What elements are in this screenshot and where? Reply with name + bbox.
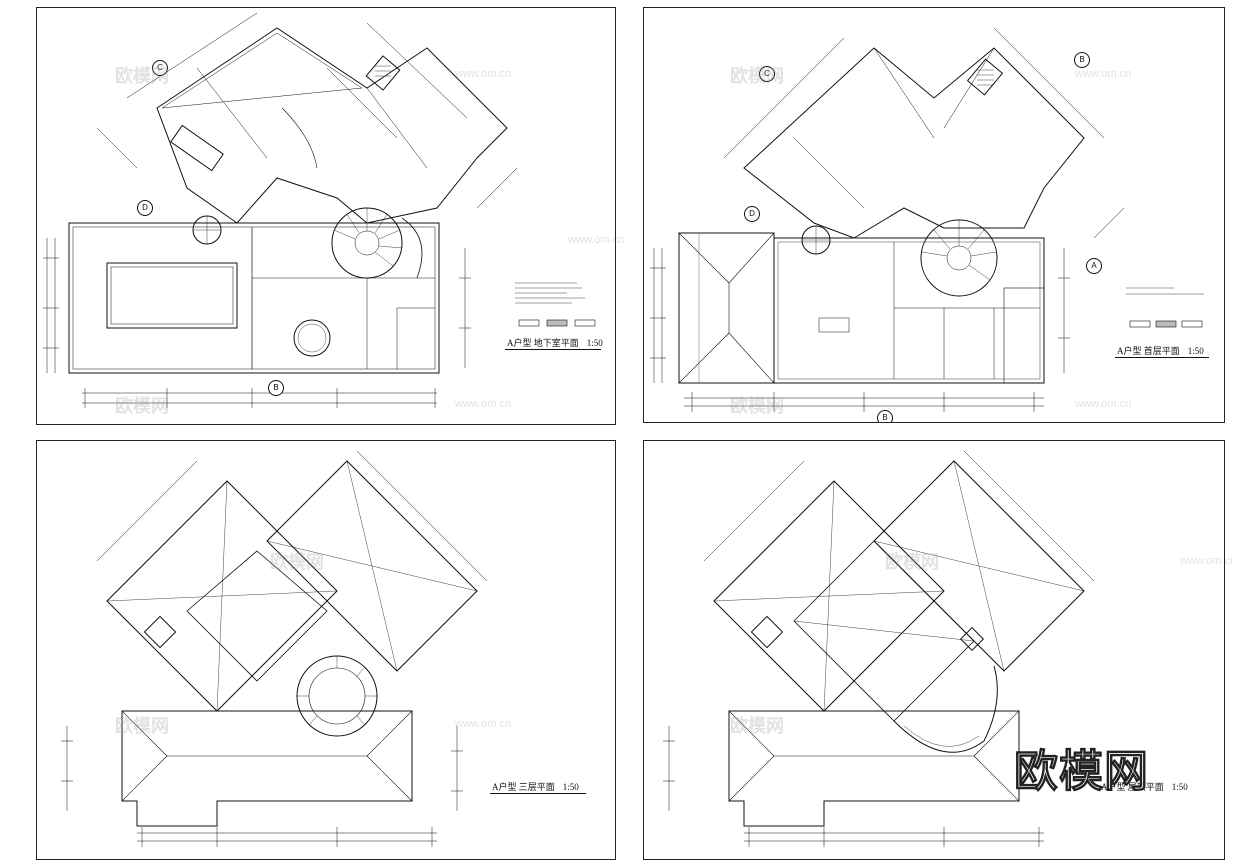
sheet-title-first-floor: A户型 首层平面 1:50 (1117, 344, 1204, 357)
title-text: A户型 首层平面 (1117, 346, 1180, 356)
title-underline (490, 793, 586, 794)
brand-logo-watermark: 欧模网 (1014, 746, 1149, 798)
sheet-title-basement: A户型 地下室平面 1:50 (507, 336, 603, 349)
scale-text: 1:50 (562, 782, 579, 792)
roof-plan-drawing (663, 450, 1095, 847)
sheet-basement: C D B A户型 地下室平面 1:50 (36, 7, 616, 425)
scale-text: 1:50 (1187, 346, 1204, 356)
axis-bubble-b-bottom: B (877, 410, 893, 422)
axis-bubble-b: B (1074, 52, 1090, 68)
sheet-first-floor: C B D A B A户型 首层平面 1:50 (643, 7, 1225, 423)
scale-text: 1:50 (1171, 782, 1188, 792)
scale-text: 1:50 (586, 338, 603, 348)
sheet-roof: A户型 屋顶平面 1:50 (643, 440, 1225, 860)
axis-bubble-b: B (268, 380, 284, 396)
title-text: A户型 屋顶平面 (1101, 782, 1164, 792)
sheet-title-roof: A户型 屋顶平面 1:50 (1101, 780, 1188, 793)
axis-bubble-d: D (744, 206, 760, 222)
sheet-third-floor: A户型 三层平面 1:50 (36, 440, 616, 860)
title-underline (505, 349, 601, 350)
title-text: A户型 三层平面 (492, 782, 555, 792)
title-text: A户型 地下室平面 (507, 338, 579, 348)
axis-bubble-c: C (152, 60, 168, 76)
first-floor-plan-drawing (650, 27, 1204, 412)
axis-bubble-a: A (1086, 258, 1102, 274)
sheet-title-third-floor: A户型 三层平面 1:50 (492, 780, 579, 793)
third-floor-plan-drawing (61, 450, 488, 847)
axis-bubble-d: D (137, 200, 153, 216)
axis-bubble-c: C (759, 66, 775, 82)
basement-plan-drawing (43, 12, 596, 408)
title-underline (1115, 357, 1209, 358)
